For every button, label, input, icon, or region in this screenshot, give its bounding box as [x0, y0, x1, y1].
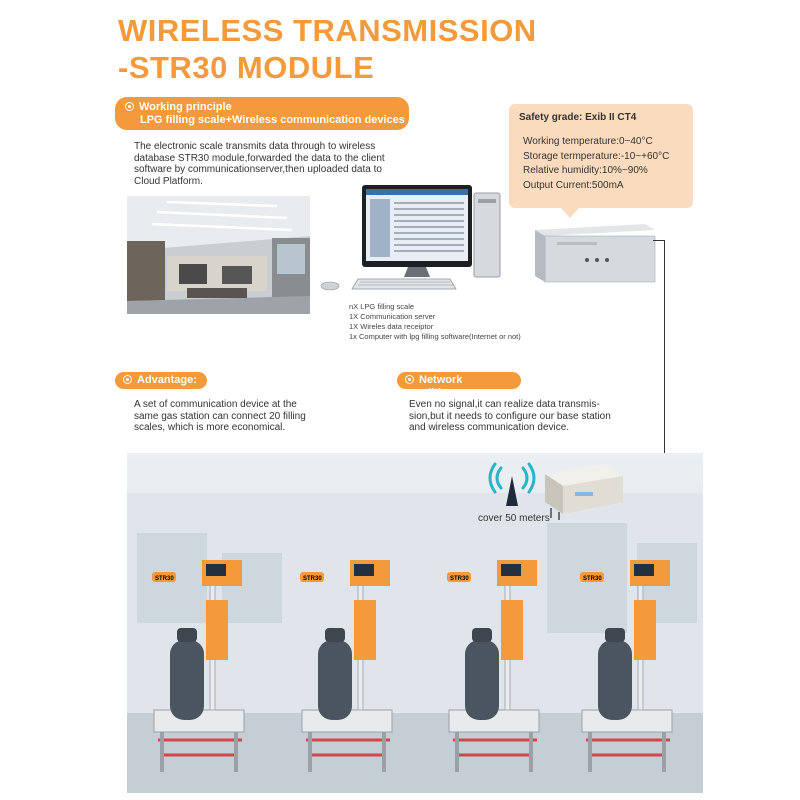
- working-text-line: The electronic scale transmits data thro…: [134, 141, 376, 152]
- network-text-line: and wireless communication device.: [409, 422, 570, 433]
- equipment-item: 1X Wireles data receiptor: [349, 322, 434, 331]
- coverage-label: cover 50 meters: [478, 513, 550, 524]
- lpg-filling-scale: STR30: [152, 560, 245, 772]
- working-principle-text: The electronic scale transmits data thro…: [134, 141, 424, 187]
- lpg-filling-scale: STR30: [447, 560, 540, 772]
- str30-label: STR30: [450, 576, 469, 582]
- str30-label: STR30: [583, 576, 602, 582]
- target-dot-icon: [123, 375, 132, 384]
- wifi-signal-icon: [488, 462, 536, 506]
- str30-label: STR30: [303, 576, 322, 582]
- working-text-line: software by communicationserver,then upl…: [134, 164, 382, 175]
- advantage-text-line: scales, which is more economical.: [134, 422, 286, 433]
- network-heading-text: Network conditions: [405, 374, 463, 399]
- advantage-text-line: A set of communication device at the: [134, 399, 297, 410]
- spec-item: Relative humidity:10%~90%: [523, 165, 648, 176]
- wireless-router: [545, 464, 623, 520]
- page-title: WIRELESS TRANSMISSION -STR30 MODULE: [118, 12, 537, 86]
- equipment-item: 1X Communication server: [349, 312, 436, 321]
- equipment-item: nX LPG filling scale: [349, 302, 415, 311]
- spec-item: Storage termperature:-10~+60°C: [523, 150, 670, 162]
- working-text-line: database STR30 module,forwarded the data…: [134, 152, 385, 164]
- working-principle-heading: Working principle LPG filling scale+Wire…: [115, 97, 409, 130]
- safety-grade: Safety grade: Exib II CT4: [519, 112, 637, 123]
- target-dot-icon: [125, 102, 134, 111]
- title-line-1: WIRELESS TRANSMISSION: [118, 13, 537, 48]
- advantage-heading: Advantage:: [115, 372, 207, 389]
- str30-label: STR30: [155, 576, 174, 582]
- spec-item: Output Current:500mA: [523, 179, 624, 191]
- working-text-line: Cloud Platform.: [134, 175, 203, 187]
- advantage-heading-text: Advantage:: [137, 374, 197, 386]
- working-heading-2: LPG filling scale+Wireless communication…: [140, 114, 405, 126]
- network-text-line: Even no signal,it can realize data trans…: [409, 399, 600, 410]
- lpg-filling-scale: STR30: [300, 560, 393, 772]
- target-dot-icon: [405, 375, 414, 384]
- network-conditions-text: Even no signal,it can realize data trans…: [409, 399, 654, 434]
- spec-item: Working temperature:0~40°C: [523, 136, 653, 147]
- office-photo: [127, 196, 310, 314]
- safety-spec-card: Safety grade: Exib II CT4 Working temper…: [509, 104, 693, 218]
- communication-server-box: [535, 224, 656, 283]
- lpg-filling-scale: STR30: [580, 560, 673, 772]
- advantage-text: A set of communication device at the sam…: [134, 399, 349, 434]
- equipment-list: nX LPG filling scale 1X Communication se…: [349, 302, 521, 342]
- computer-illustration: [320, 185, 501, 291]
- equipment-item: 1x Computer with lpg filling software(In…: [349, 332, 521, 341]
- working-heading-1: Working principle: [139, 101, 232, 113]
- advantage-text-line: same gas station can connect 20 filling: [134, 410, 306, 422]
- network-conditions-heading: Network conditions: [397, 372, 521, 399]
- title-line-2: -STR30 MODULE: [118, 50, 375, 85]
- network-text-line: sion,but it needs to configure our base …: [409, 410, 611, 422]
